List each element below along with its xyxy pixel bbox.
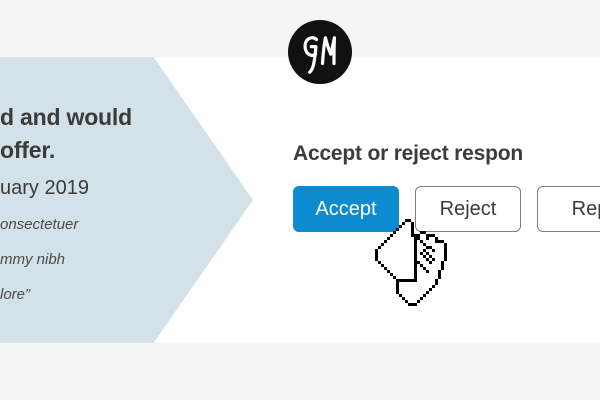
quote-body-line-1: onsectetuer <box>0 216 79 233</box>
action-button-row: Accept Reject Rep <box>293 186 600 232</box>
quote-body-line-2: mmy nibh <box>0 251 66 268</box>
reject-button[interactable]: Reject <box>415 186 521 232</box>
action-heading: Accept or reject respon <box>293 142 523 165</box>
action-area: Accept or reject respon Accept Reject Re… <box>293 140 600 232</box>
accept-button[interactable]: Accept <box>293 186 399 232</box>
quote-headline-line-1: d and would <box>0 104 132 130</box>
reply-button[interactable]: Rep <box>537 186 600 232</box>
quote-date: uary 2019 <box>0 177 89 199</box>
quote-body-line-3: lore” <box>0 286 31 303</box>
quote-panel-content: d and would offer. uary 2019 onsectetuer… <box>0 57 240 306</box>
quote-headline-line-2: offer. <box>0 137 56 163</box>
gm-monogram-logo-icon <box>288 20 352 84</box>
